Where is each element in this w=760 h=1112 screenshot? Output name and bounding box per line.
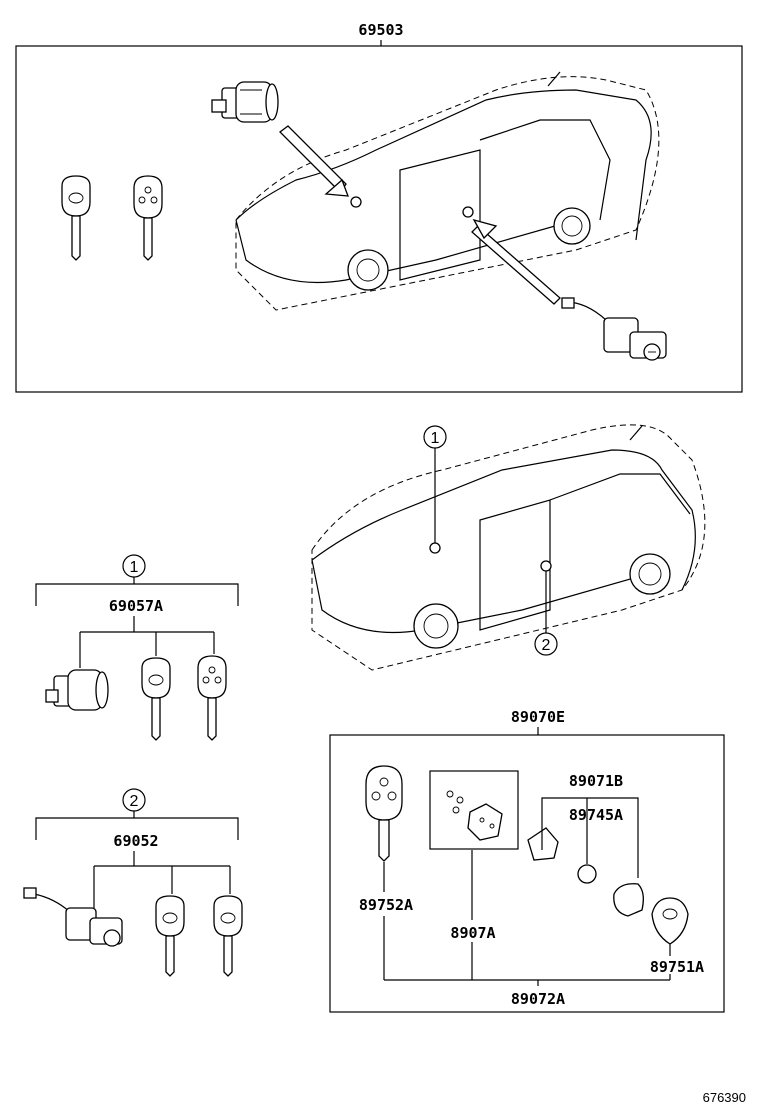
- kit-1-callout-text: 1: [130, 559, 139, 576]
- vehicle-middle-group: 1 2: [311, 424, 706, 671]
- set-group: 89070E: [329, 708, 725, 1013]
- kit-1-key-standard-icon: [141, 657, 171, 741]
- button-rubber-icon: [527, 827, 559, 861]
- label-89751A: 89751A: [650, 958, 704, 976]
- circuit-board-icon: [446, 790, 503, 841]
- label-69052: 69052: [113, 832, 158, 850]
- label-89070E: 89070E: [511, 708, 565, 726]
- key-remote-icon: [133, 175, 163, 261]
- label-89745A: 89745A: [569, 806, 623, 824]
- key-case-icon: [613, 883, 644, 917]
- label-8907A: 8907A: [450, 924, 495, 942]
- label-89752A: 89752A: [359, 896, 413, 914]
- callout-1-text: 1: [431, 430, 440, 447]
- kit-2-key-standard-b-icon: [213, 895, 243, 977]
- arrow-to-door-icon: [471, 218, 561, 305]
- kit-1-cylinder-icon: [45, 669, 109, 711]
- battery-cell-icon: [577, 864, 597, 884]
- kit-2-door-cylinder-icon: [23, 887, 123, 947]
- key-plate-icon: [651, 897, 689, 945]
- key-standard-icon: [61, 175, 91, 261]
- kit-1-key-remote-icon: [197, 655, 227, 741]
- callout-1: 1: [423, 425, 447, 543]
- board-inset-box: [429, 770, 519, 850]
- top-assembly-box: [15, 45, 743, 393]
- label-69057A: 69057A: [109, 597, 163, 615]
- vehicle-top-icon: [235, 71, 660, 311]
- remote-key-icon: [365, 765, 403, 862]
- callout-2: 2: [534, 571, 558, 656]
- kit-2-callout-text: 2: [130, 793, 139, 810]
- figure-id: 676390: [703, 1090, 746, 1105]
- label-89072A: 89072A: [511, 990, 565, 1008]
- kit-2-key-standard-a-icon: [155, 895, 185, 977]
- top-assembly-group: 69503: [15, 21, 743, 393]
- label-89071B: 89071B: [569, 772, 623, 790]
- kit-1-group: 1 69057A: [35, 554, 239, 741]
- door-lock-cylinder-icon: [561, 297, 667, 361]
- callout-2-text: 2: [542, 637, 551, 654]
- set-box: [329, 734, 725, 1013]
- label-69503: 69503: [358, 21, 403, 39]
- arrow-to-ignition-icon: [279, 125, 349, 197]
- kit-2-group: 2 69052: [23, 788, 243, 977]
- ignition-cylinder-icon: [211, 81, 279, 123]
